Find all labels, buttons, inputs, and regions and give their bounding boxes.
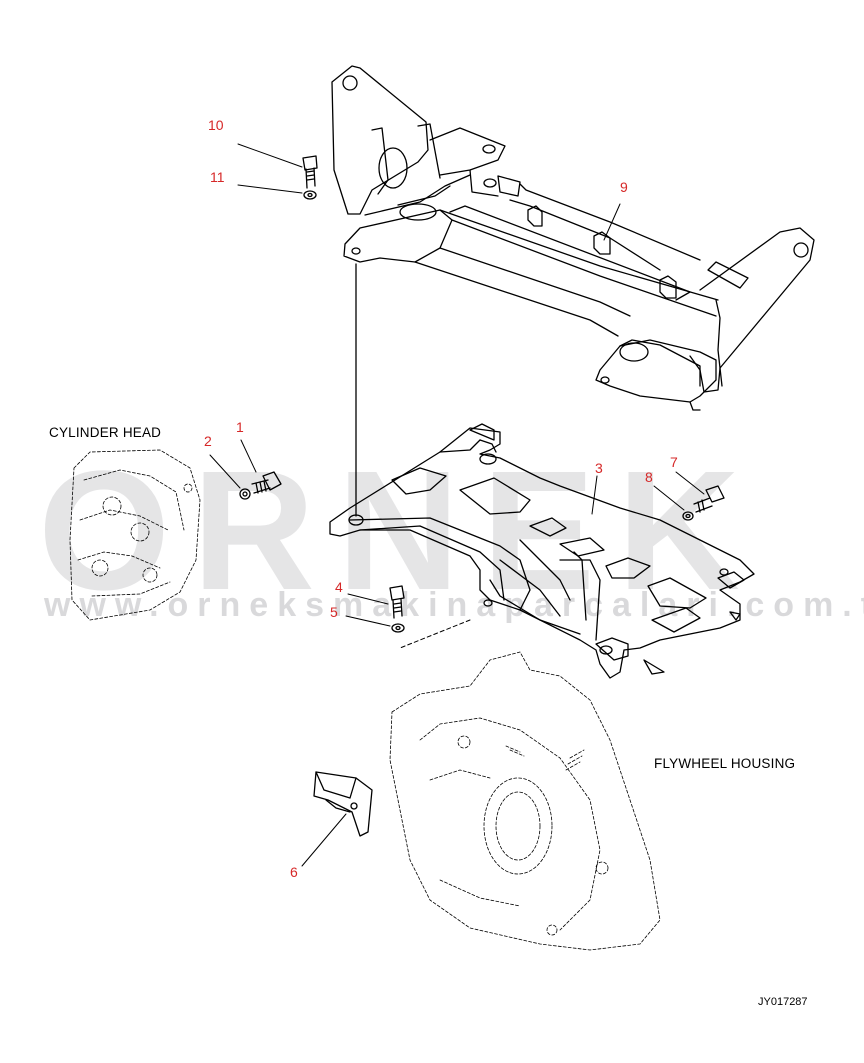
callout-8: 8 [645, 469, 653, 485]
upper-bracket-part-9 [331, 65, 815, 411]
callout-4: 4 [335, 579, 343, 595]
mounting-plate-part-3 [329, 423, 755, 679]
bolt-part-7 [693, 485, 725, 513]
washer-part-2 [239, 488, 251, 500]
watermark-logo: ORNEK [38, 436, 762, 626]
washer-part-11 [303, 190, 317, 200]
washer-part-5 [391, 623, 405, 633]
callout-3: 3 [595, 460, 603, 476]
drawing-code: JY017287 [758, 996, 808, 1008]
callout-5: 5 [330, 604, 338, 620]
bolt-part-10 [302, 155, 318, 189]
callout-6: 6 [290, 864, 298, 880]
callout-2: 2 [204, 433, 212, 449]
cover-plate-part-6 [313, 771, 373, 837]
flywheel-housing-label: FLYWHEEL HOUSING [654, 756, 796, 771]
flywheel-housing-outline [389, 651, 661, 951]
washer-part-8 [682, 511, 694, 521]
cylinder-head-outline [69, 449, 201, 621]
cylinder-head-label: CYLINDER HEAD [49, 425, 162, 440]
bolt-part-1 [251, 471, 282, 494]
watermark-url: www.orneksmakinaparcalari.com.tr [44, 586, 864, 624]
callout-9: 9 [620, 179, 628, 195]
leader-lines [209, 143, 705, 867]
bolt-part-4 [389, 585, 405, 619]
callout-11: 11 [210, 169, 225, 185]
callout-7: 7 [670, 454, 678, 470]
callout-10: 10 [208, 117, 224, 133]
callout-1: 1 [236, 419, 244, 435]
